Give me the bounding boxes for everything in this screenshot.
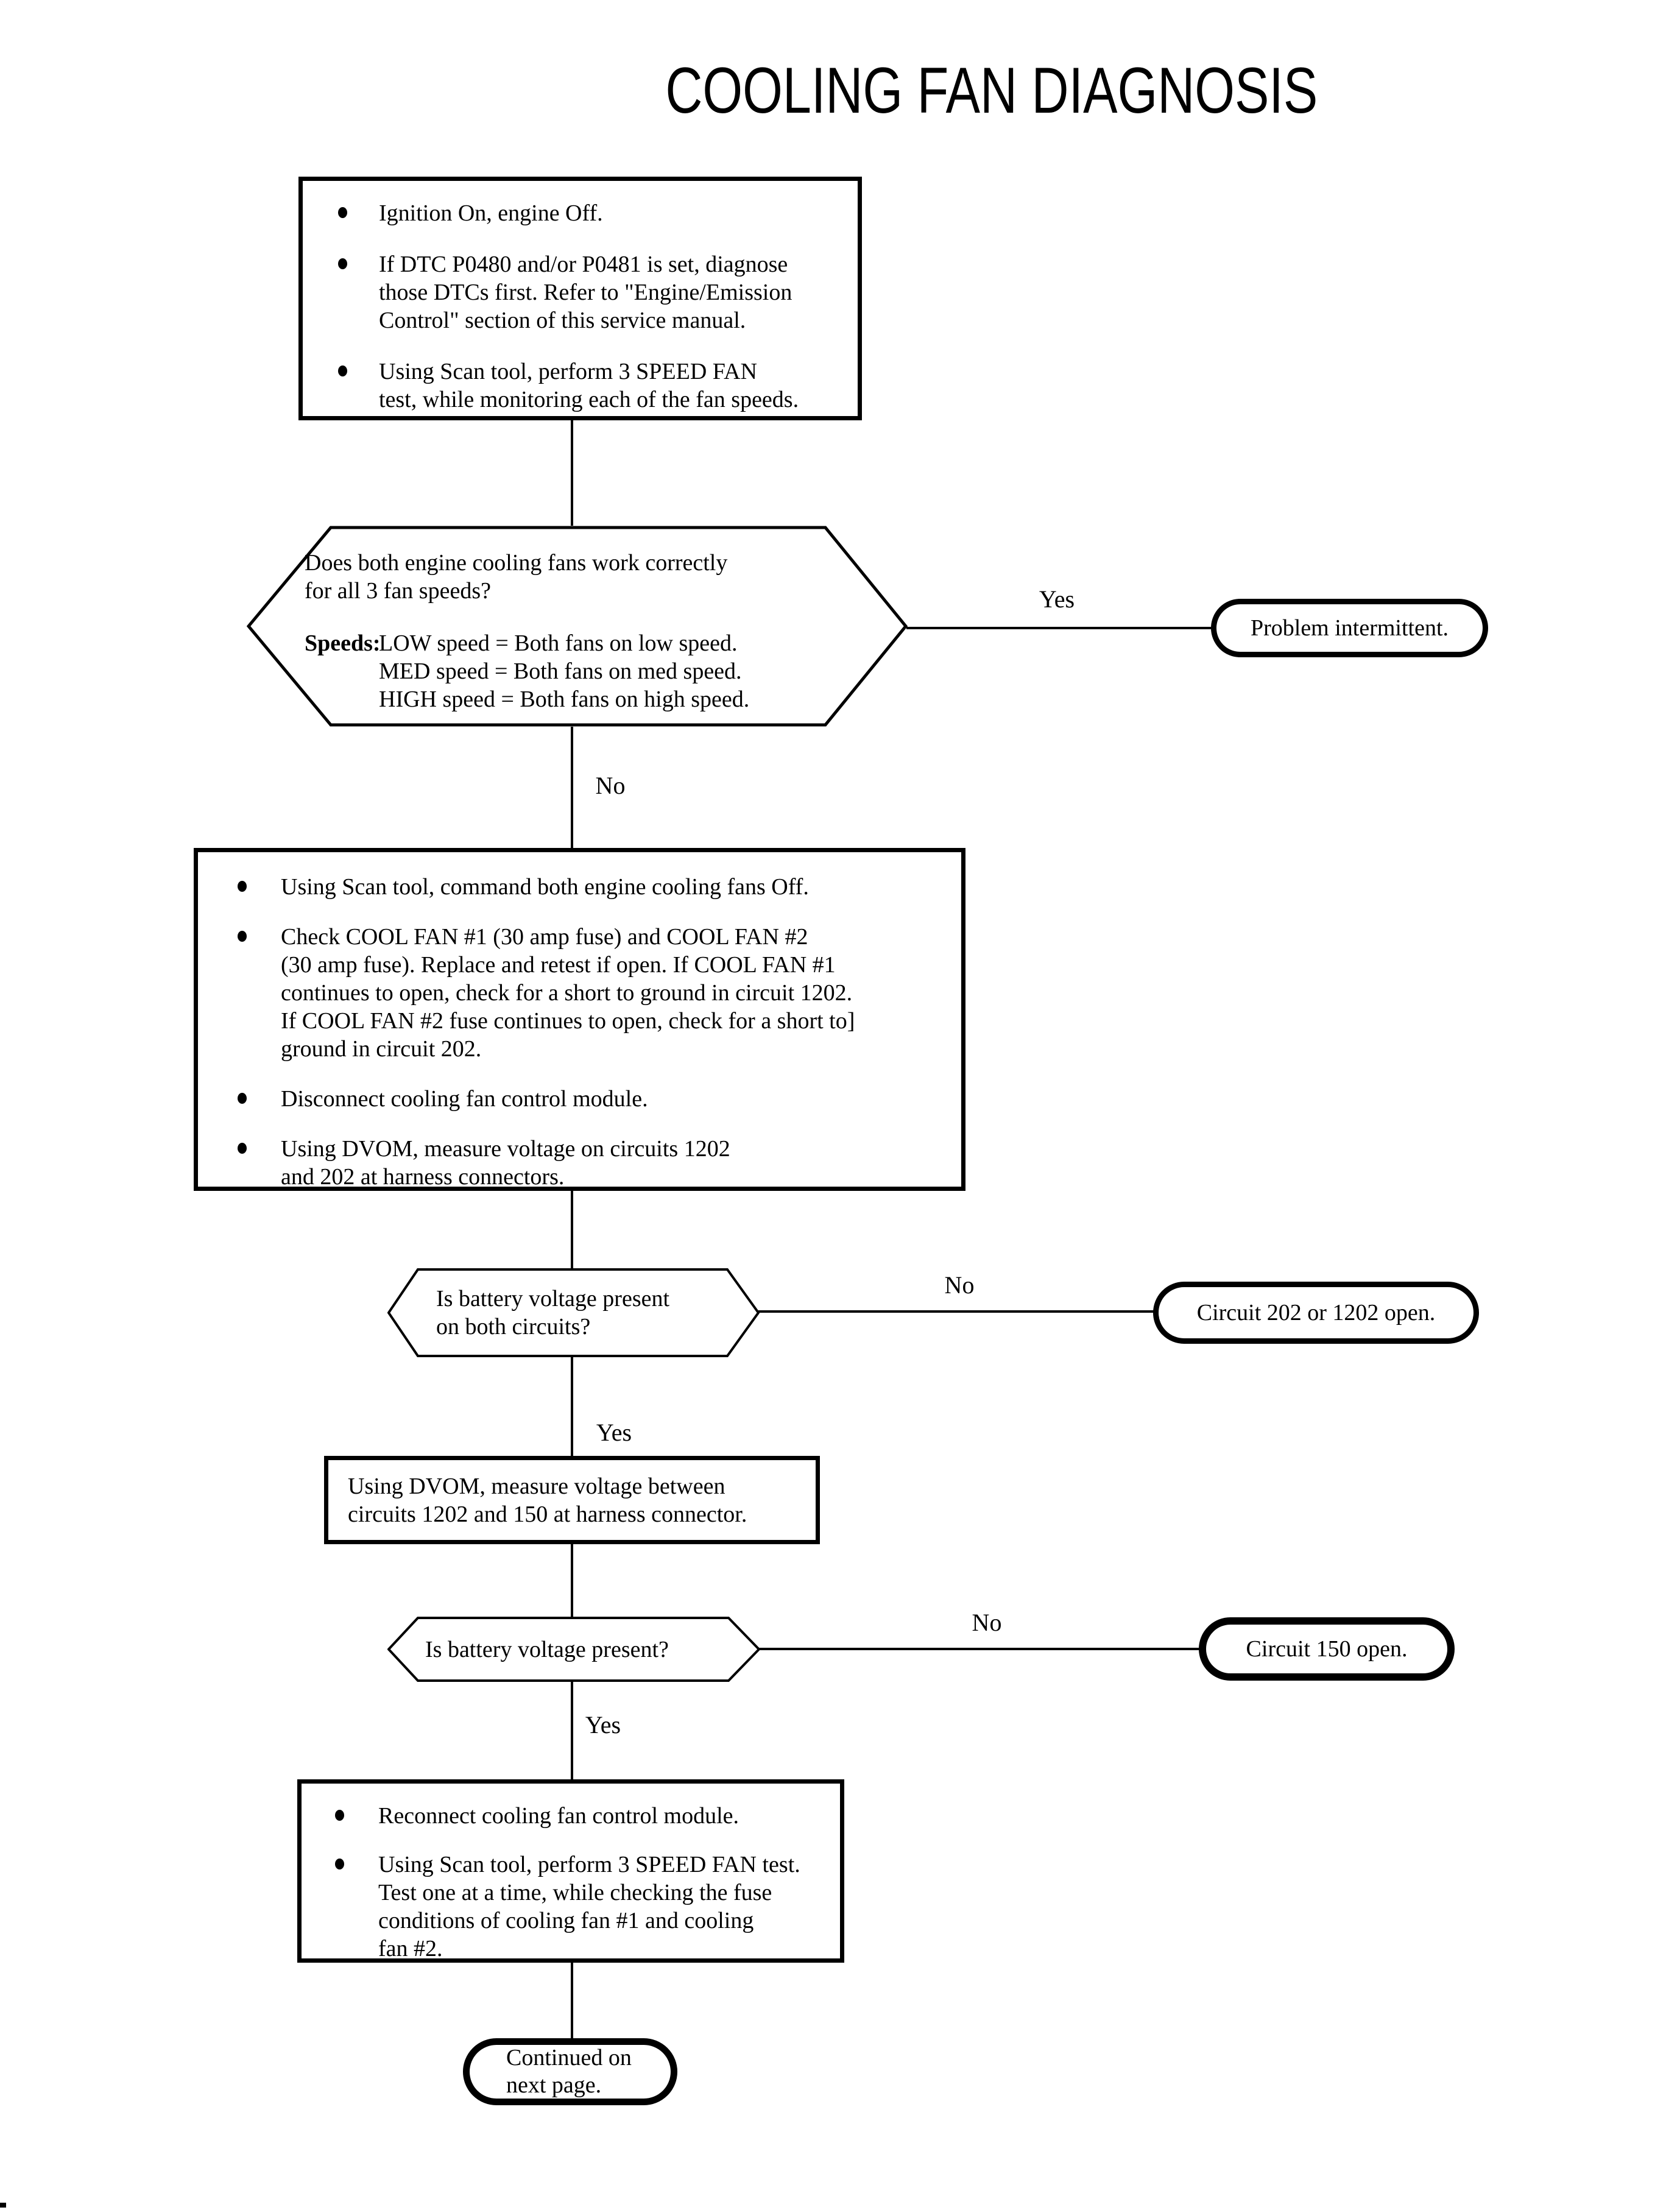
continued-next-page-terminal: Continued on next page. (463, 2038, 677, 2105)
measure-voltage-box: Using DVOM, measure voltage between circ… (324, 1456, 820, 1544)
speeds-legend: Speeds: LOW speed = Both fans on low spe… (305, 629, 749, 713)
horizontal-connector (758, 1310, 1154, 1313)
start-conditions-box: Ignition On, engine Off. If DTC P0480 an… (298, 177, 862, 420)
decision-question: Does both engine cooling fans work corre… (305, 550, 728, 604)
bullet-text: Using Scan tool, perform 3 SPEED FAN tes… (379, 359, 799, 412)
scan-artifact-mark (0, 2203, 6, 2208)
no-label: No (944, 1271, 975, 1299)
bullet-text: Disconnect cooling fan control module. (281, 1086, 648, 1112)
list-item: Using Scan tool, perform 3 SPEED FAN tes… (338, 358, 847, 414)
bullet-icon (338, 207, 347, 218)
problem-intermittent-terminal: Problem intermittent. (1211, 599, 1488, 657)
no-label: No (595, 772, 626, 799)
hexagon-shape (387, 1268, 760, 1357)
bullet-icon (335, 1859, 344, 1869)
terminal-text: Problem intermittent. (1250, 615, 1449, 641)
page-title: COOLING FAN DIAGNOSIS (579, 52, 1318, 128)
bullet-icon (338, 365, 347, 376)
bullet-text: If DTC P0480 and/or P0481 is set, diagno… (379, 252, 792, 333)
terminal-text: Continued on next page. (506, 2045, 632, 2098)
circuit-150-open-terminal: Circuit 150 open. (1199, 1617, 1455, 1681)
hexagon-shape (387, 1617, 760, 1682)
list-item: Check COOL FAN #1 (30 amp fuse) and COOL… (238, 923, 953, 1063)
decision-question: Is battery voltage present? (425, 1636, 669, 1662)
bullet-text: Check COOL FAN #1 (30 amp fuse) and COOL… (281, 924, 855, 1062)
list-item: If DTC P0480 and/or P0481 is set, diagno… (338, 250, 847, 334)
list-item: Using Scan tool, command both engine coo… (238, 873, 953, 901)
bullet-text: Ignition On, engine Off. (379, 200, 603, 226)
list-item: Using DVOM, measure voltage on circuits … (238, 1135, 953, 1191)
terminal-text: Circuit 202 or 1202 open. (1196, 1299, 1436, 1326)
fan-speeds-decision-hexagon: Does both engine cooling fans work corre… (247, 526, 908, 727)
list-item: Ignition On, engine Off. (338, 199, 847, 227)
list-item: Disconnect cooling fan control module. (238, 1085, 953, 1113)
bullet-icon (338, 258, 347, 269)
vertical-connector (571, 1544, 573, 1617)
bullet-icon (238, 931, 247, 942)
vertical-connector (571, 1682, 573, 1779)
speeds-lines: LOW speed = Both fans on low speed. MED … (379, 630, 750, 712)
terminal-text: Circuit 150 open. (1246, 1636, 1408, 1662)
yes-label: Yes (585, 1711, 621, 1739)
hexagon-shape (247, 526, 908, 727)
yes-label: Yes (1039, 585, 1075, 613)
vertical-connector (571, 1357, 573, 1456)
horizontal-connector (906, 627, 1212, 629)
battery-voltage-both-circuits-decision-hexagon: Is battery voltage present on both circu… (387, 1268, 760, 1357)
speeds-label: Speeds: (305, 630, 381, 656)
vertical-connector (571, 727, 573, 848)
horizontal-connector (759, 1648, 1200, 1650)
circuit-202-1202-open-terminal: Circuit 202 or 1202 open. (1153, 1282, 1479, 1344)
decision-question: Is battery voltage present on both circu… (436, 1286, 670, 1340)
list-item: Reconnect cooling fan control module. (335, 1802, 831, 1830)
vertical-connector (571, 420, 573, 526)
bullet-icon (335, 1810, 344, 1821)
bullet-text: Using DVOM, measure voltage on circuits … (281, 1136, 730, 1190)
vertical-connector (571, 1191, 573, 1268)
reconnect-retest-box: Reconnect cooling fan control module. Us… (297, 1779, 844, 1963)
box-text: Using DVOM, measure voltage between circ… (348, 1473, 747, 1527)
vertical-connector (571, 1963, 573, 2039)
bullet-text: Using Scan tool, command both engine coo… (281, 874, 809, 900)
bullet-icon (238, 1093, 247, 1104)
bullet-text: Reconnect cooling fan control module. (378, 1803, 739, 1829)
battery-voltage-decision-hexagon: Is battery voltage present? (387, 1617, 760, 1682)
yes-label: Yes (596, 1419, 632, 1446)
no-label: No (972, 1609, 1002, 1636)
diagnostic-steps-box: Using Scan tool, command both engine coo… (194, 848, 965, 1191)
page-title-text: COOLING FAN DIAGNOSIS (665, 54, 1318, 127)
list-item: Using Scan tool, perform 3 SPEED FAN tes… (335, 1851, 831, 1963)
bullet-icon (238, 881, 247, 892)
bullet-icon (238, 1143, 247, 1154)
bullet-text: Using Scan tool, perform 3 SPEED FAN tes… (378, 1852, 800, 1961)
